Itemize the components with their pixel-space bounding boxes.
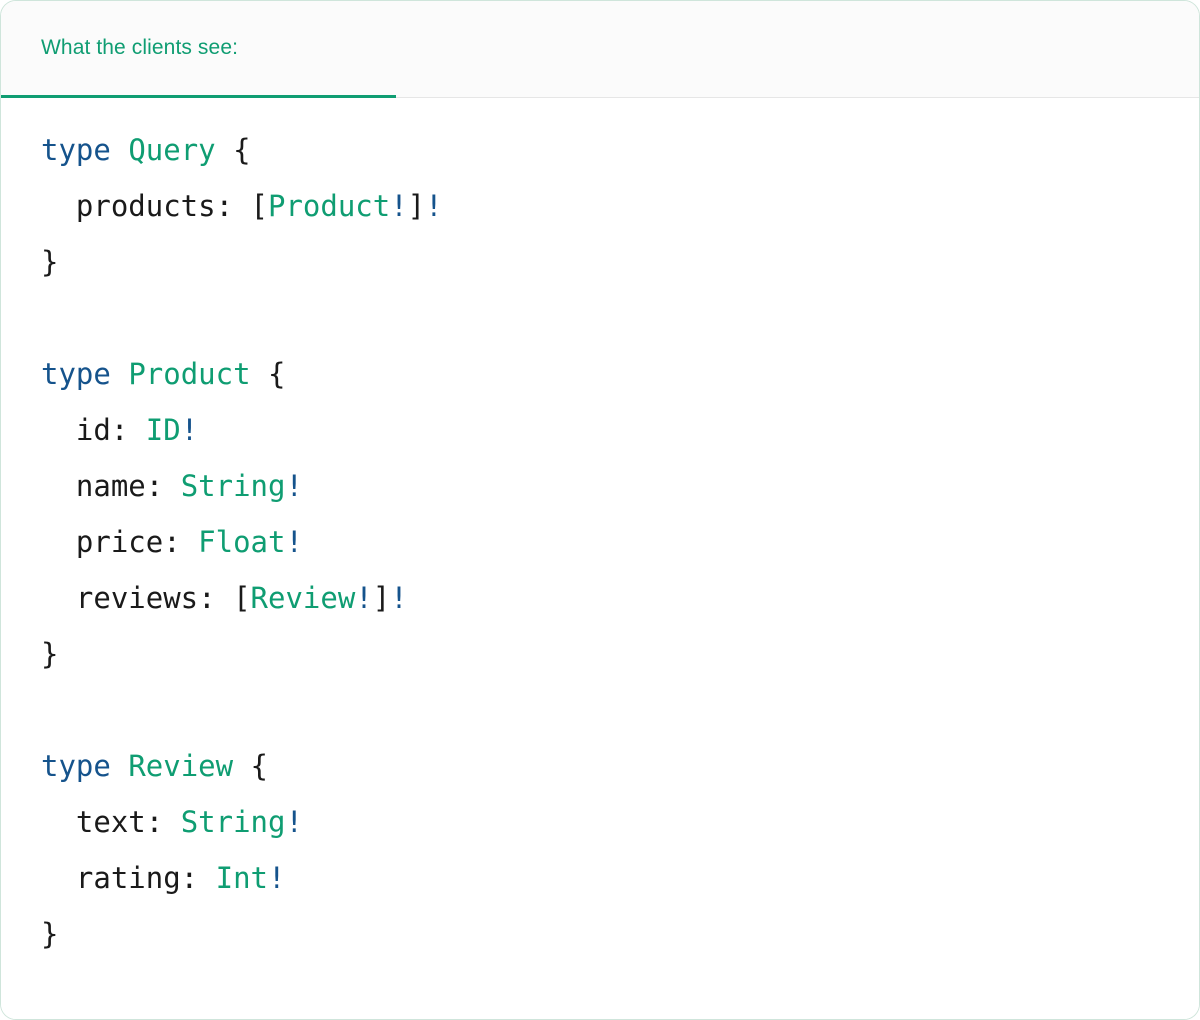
code-token-type: ID [145, 413, 181, 447]
code-token-type: Product [267, 189, 391, 223]
code-token-keyword: type [41, 749, 111, 783]
code-token-keyword: type [41, 357, 111, 391]
code-line: } [41, 234, 1199, 290]
code-token-punct [111, 133, 128, 167]
code-line: rating: Int! [41, 850, 1199, 906]
code-line: name: String! [41, 458, 1199, 514]
code-token-punct: } [41, 917, 59, 951]
code-token-punct: [ [215, 581, 251, 615]
code-token-punct [198, 861, 215, 895]
code-panel: type Query { products: [Product!]!} type… [1, 98, 1199, 1019]
code-line: } [41, 906, 1199, 962]
code-token-punct: { [233, 749, 268, 783]
code-token-type: Review [128, 749, 234, 783]
code-token-bang: ! [285, 805, 303, 839]
code-token-type: Int [215, 861, 268, 895]
code-token-bang: ! [180, 413, 199, 447]
code-token-punct [163, 469, 180, 503]
code-line: } [41, 626, 1199, 682]
code-token-bang: ! [355, 581, 373, 615]
code-line: type Review { [41, 738, 1199, 794]
code-token-punct: ] [372, 581, 391, 615]
code-token-type: Query [128, 133, 216, 167]
code-line: reviews: [Review!]! [41, 570, 1199, 626]
code-line: type Product { [41, 346, 1199, 402]
tab-what-the-clients-see[interactable]: What the clients see: [1, 1, 396, 98]
code-line: text: String! [41, 794, 1199, 850]
code-line: type Query { [41, 122, 1199, 178]
code-token-field: name: [41, 469, 164, 503]
code-token-punct: { [250, 357, 286, 391]
code-token-punct [163, 805, 180, 839]
code-token-bang: ! [425, 189, 443, 223]
tab-label: What the clients see: [41, 36, 239, 59]
code-line [41, 682, 1199, 738]
code-token-punct: ] [407, 189, 426, 223]
code-token-field: products: [41, 189, 234, 223]
code-token-type: String [180, 469, 286, 503]
code-token-punct [181, 525, 198, 559]
code-token-type: String [180, 805, 286, 839]
code-token-field: reviews: [41, 581, 216, 615]
graphql-schema-code: type Query { products: [Product!]!} type… [41, 122, 1199, 962]
code-token-bang: ! [285, 469, 303, 503]
code-token-punct: } [41, 245, 59, 279]
code-line: price: Float! [41, 514, 1199, 570]
code-token-punct [128, 413, 145, 447]
code-line: products: [Product!]! [41, 178, 1199, 234]
code-token-field: text: [41, 805, 164, 839]
code-token-field: price: [41, 525, 181, 559]
code-token-field: rating: [41, 861, 199, 895]
code-token-type: Float [198, 525, 286, 559]
code-token-punct: } [41, 637, 59, 671]
panel-header: What the clients see: [1, 1, 1199, 98]
code-token-type: Review [250, 581, 356, 615]
code-token-bang: ! [390, 189, 408, 223]
code-token-type: Product [128, 357, 251, 391]
code-line [41, 290, 1199, 346]
code-token-punct [111, 357, 128, 391]
code-line: id: ID! [41, 402, 1199, 458]
code-token-bang: ! [285, 525, 303, 559]
code-token-field: id: [41, 413, 129, 447]
code-token-bang: ! [268, 861, 286, 895]
code-token-punct: [ [233, 189, 268, 223]
code-token-bang: ! [390, 581, 408, 615]
code-token-punct [111, 749, 128, 783]
code-token-keyword: type [41, 133, 111, 167]
code-token-punct: { [215, 133, 251, 167]
